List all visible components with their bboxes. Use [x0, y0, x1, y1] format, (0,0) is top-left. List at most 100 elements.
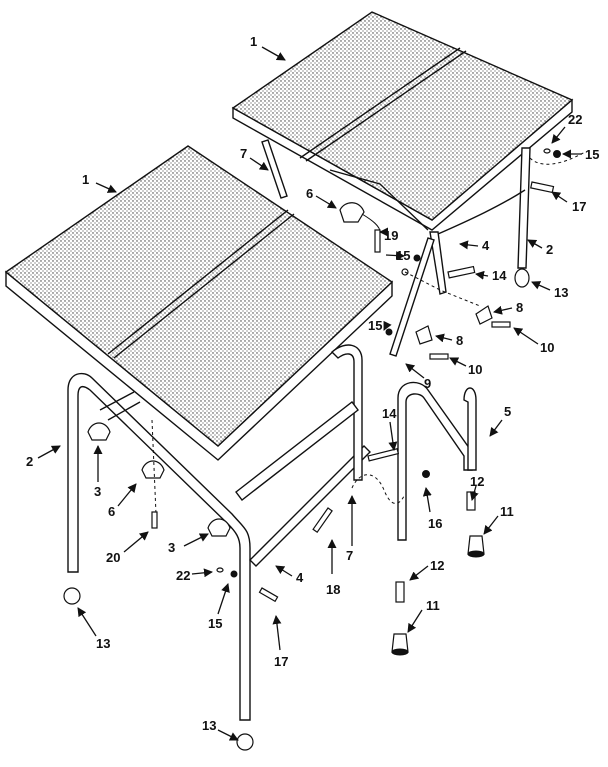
callout-labels: 1 1 7 6 19 22 15 17 2 4 15 14 13 8 15 8 …: [26, 34, 599, 733]
arrow-15c: [383, 320, 392, 331]
left-table-assembly: [4, 145, 394, 751]
left-table-long-rail: [235, 401, 359, 501]
callout-8: 8: [516, 300, 523, 315]
arrow-16: [422, 487, 432, 513]
bolt-17-lower: [258, 587, 279, 603]
callout-1: 1: [82, 172, 89, 187]
screw-20: [151, 511, 158, 529]
bolt-14-upper: [447, 265, 476, 279]
callout-15: 15: [396, 248, 410, 263]
left-table-short-rail: [99, 391, 141, 421]
arrow-22b: [191, 568, 213, 578]
left-table-center-seam: [107, 209, 295, 359]
arrow-5: [489, 419, 503, 437]
arrow-12a: [469, 485, 479, 501]
callout-2: 2: [26, 454, 33, 469]
clip-6-upper: [339, 202, 365, 223]
callout-15: 15: [208, 616, 222, 631]
nut-15-bottom: [230, 570, 238, 578]
washer-22-upper: [543, 148, 551, 154]
callout-4: 4: [296, 570, 304, 585]
arrow-1b: [95, 182, 117, 193]
glide-insert-12-left: [395, 581, 405, 603]
arrow-1a: [261, 46, 286, 61]
nut-15-mid: [413, 254, 421, 262]
clip-3-lower: [207, 518, 231, 537]
left-table-frame-4: [249, 445, 371, 567]
callout-5: 5: [504, 404, 511, 419]
screw-19: [374, 229, 381, 253]
arrow-14a: [475, 270, 489, 280]
callout-17: 17: [274, 654, 288, 669]
right-table-leg-2: [517, 147, 531, 269]
callout-4: 4: [482, 238, 490, 253]
clip-3-upper: [87, 422, 111, 441]
glide-11-right-base: [467, 550, 485, 558]
arrow-10b: [449, 357, 467, 367]
arrow-20: [123, 531, 149, 553]
arrow-3b: [183, 533, 209, 547]
hardware-path-mid: [404, 271, 481, 307]
arrow-14b: [388, 421, 398, 451]
callout-7: 7: [346, 548, 353, 563]
clip-cable: [361, 213, 381, 233]
callout-6: 6: [108, 504, 115, 519]
arrow-2b: [37, 445, 61, 459]
arrow-17a: [551, 191, 568, 203]
bracket-8-upper: [475, 305, 493, 325]
left-table-rear-leg: [330, 344, 363, 481]
bolt-10-upper: [491, 321, 511, 328]
arrow-8a: [493, 305, 513, 315]
bolt-14-lower: [367, 448, 400, 462]
callout-16: 16: [428, 516, 442, 531]
callout-12: 12: [470, 474, 484, 489]
callout-10: 10: [468, 362, 482, 377]
callout-11: 11: [500, 504, 514, 519]
callout-3: 3: [94, 484, 101, 499]
arrow-2a: [527, 239, 543, 249]
bolt-18: [312, 507, 333, 534]
callout-9: 9: [424, 376, 431, 391]
arrow-15d: [217, 583, 230, 615]
right-table-rear-leg: [261, 139, 288, 199]
callout-3: 3: [168, 540, 175, 555]
nut-16: [422, 470, 430, 478]
washer-22-lower: [216, 567, 224, 573]
callout-20: 20: [106, 550, 120, 565]
arrow-17b: [272, 615, 282, 651]
right-table-frame-4: [429, 231, 447, 295]
left-table-top-panel: [4, 145, 394, 447]
callout-22: 22: [568, 112, 582, 127]
callout-15: 15: [368, 318, 382, 333]
arrow-4b: [275, 565, 293, 577]
callout-14: 14: [492, 268, 507, 283]
nut-15-upper: [553, 150, 561, 158]
callout-2: 2: [546, 242, 553, 257]
arrow-13a: [531, 281, 551, 291]
right-table-cross-rail: [437, 189, 526, 235]
glide-11-left-base: [391, 648, 409, 656]
right-table-assembly: [231, 11, 586, 360]
right-table-foot-cap: [514, 268, 530, 288]
bracket-8-lower: [415, 325, 433, 345]
clip-6-lower: [141, 460, 165, 479]
arrow-10a: [513, 327, 539, 345]
arrow-11a: [483, 515, 499, 535]
callout-14: 14: [382, 406, 397, 421]
bolt-17-upper: [530, 181, 555, 194]
arrow-6b: [117, 483, 137, 507]
foot-13-left: [63, 587, 81, 605]
right-table-leg-9: [389, 237, 435, 357]
arrow-15b: [385, 251, 405, 261]
leg-frame-5-right: [463, 387, 477, 471]
arrow-9: [405, 363, 425, 379]
nut-15-lower: [385, 328, 393, 336]
arrow-22a: [551, 126, 566, 144]
callout-12: 12: [430, 558, 444, 573]
bolt-10-lower: [429, 353, 449, 360]
right-table-underside-rail: [329, 169, 429, 231]
screw-20-guide: [151, 419, 157, 515]
arrow-8b: [435, 333, 453, 343]
leg-frame-5: [397, 381, 473, 541]
hardware-path-lower: [351, 474, 405, 504]
